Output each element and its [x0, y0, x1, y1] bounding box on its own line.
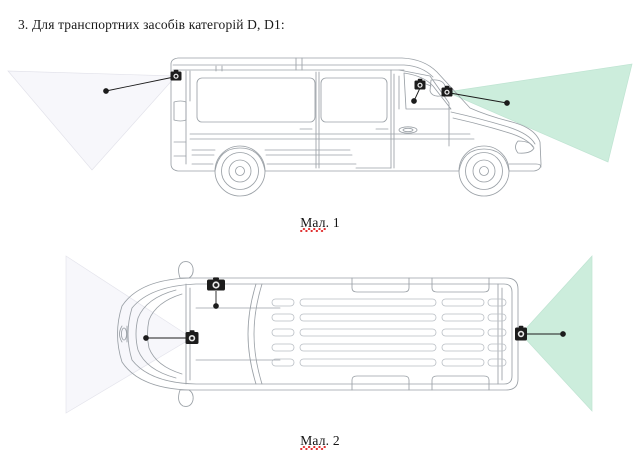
figure-1-side-view — [0, 46, 640, 211]
figure-2-caption-word: Мал — [300, 433, 326, 448]
cone-front-field-of-view — [445, 63, 633, 163]
figure-1-caption-word: Мал — [300, 215, 326, 230]
side-camera-arrow — [143, 335, 186, 341]
front-camera-arrow — [449, 92, 510, 106]
camera-icon[interactable] — [414, 78, 426, 90]
camera-icon[interactable] — [170, 69, 182, 81]
figure-1-caption-number: . 1 — [325, 215, 340, 230]
camera-icon[interactable] — [515, 325, 527, 341]
figure-1-drawing — [7, 57, 633, 197]
cone-front-field-of-view — [65, 255, 193, 414]
figure-2-caption-number: . 2 — [325, 433, 340, 448]
camera-icon[interactable] — [207, 277, 225, 291]
front-roof-camera-arrow — [213, 291, 219, 309]
camera-icon[interactable] — [185, 330, 199, 344]
front-upper-camera-arrow — [411, 87, 421, 104]
roof-ribs — [271, 298, 507, 367]
figure-1-caption: Мал. 1 — [0, 215, 640, 231]
cone-rear-field-of-view — [7, 70, 177, 171]
minibus-top-body — [117, 261, 519, 407]
figure-2-drawing — [65, 255, 593, 414]
page-heading: 3. Для транспортних засобів категорій D,… — [18, 17, 285, 32]
minibus-side-body — [170, 57, 542, 172]
figure-2-caption: Мал. 2 — [0, 433, 640, 449]
rear-wheel — [214, 145, 266, 197]
rear-camera-arrow — [527, 331, 566, 337]
rear-camera-arrow — [103, 76, 175, 94]
cone-rear-field-of-view — [520, 255, 593, 412]
front-wheel — [458, 145, 510, 197]
figure-2-top-view — [0, 248, 640, 420]
